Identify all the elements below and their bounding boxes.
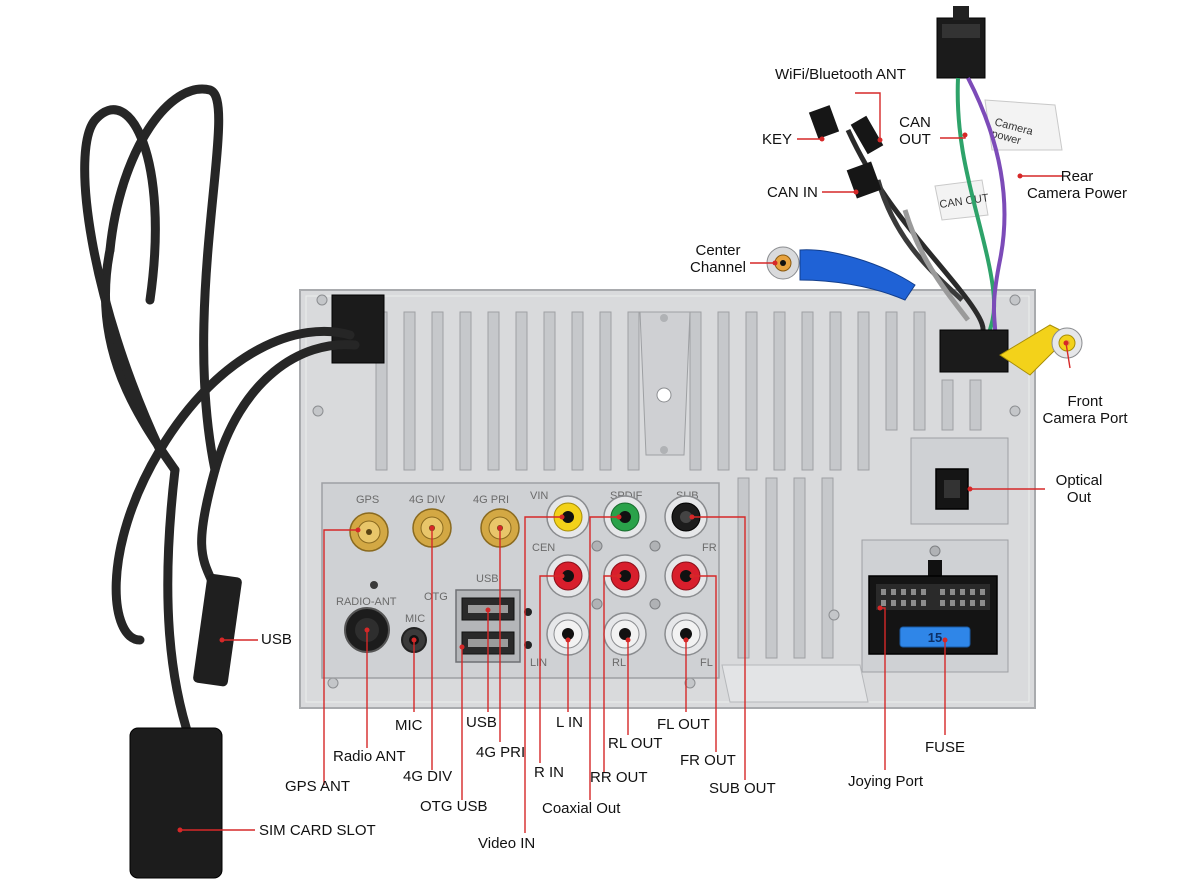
- rear-harness: Camerapower CAN OUT: [331, 6, 1083, 376]
- label-otg-usb: OTG USB: [420, 798, 488, 815]
- label-4g-div: 4G DIV: [403, 768, 453, 785]
- silk-fr: FR: [702, 542, 717, 554]
- usb-ports: [455, 589, 532, 663]
- silk-mic: MIC: [405, 613, 425, 625]
- mount-boss: [639, 311, 691, 456]
- rr-out-jack: [603, 554, 647, 598]
- leader-lines: [180, 92, 1071, 833]
- label-coaxial-out: Coaxial Out: [542, 800, 621, 817]
- silk-cen: CEN: [532, 542, 555, 554]
- video-in-jack: [546, 495, 590, 539]
- label-video-in: Video IN: [478, 835, 536, 852]
- r-in-jack: [546, 554, 590, 598]
- label-rl-out: RL OUT: [608, 735, 663, 752]
- label-sub-out: SUB OUT: [709, 780, 776, 797]
- label-4g-pri: 4G PRI: [476, 744, 526, 761]
- silk-usb: USB: [476, 573, 499, 585]
- fuse: 15: [899, 626, 971, 648]
- panel-screws: [591, 540, 661, 610]
- cooling-fins: [375, 311, 982, 659]
- label-l-in: L IN: [556, 714, 583, 731]
- rl-out-jack: [603, 612, 647, 656]
- label-fuse: FUSE: [925, 739, 966, 756]
- label-r-in: R IN: [534, 764, 564, 781]
- silk-gps: GPS: [356, 494, 379, 506]
- coaxial-out-jack: [603, 495, 647, 539]
- label-key: KEY: [762, 131, 793, 148]
- label-optical-out: Optical Out: [1055, 472, 1103, 506]
- fl-out-jack: [664, 612, 708, 656]
- label-rr-out: RR OUT: [590, 769, 648, 786]
- label-fr-out: FR OUT: [680, 752, 736, 769]
- sim-card-module: [129, 727, 223, 879]
- label-rear-camera-power: Rear Camera Power: [1026, 168, 1128, 202]
- label-gps-ant: GPS ANT: [285, 778, 351, 795]
- bevel: [721, 664, 869, 703]
- label-usb: USB: [466, 714, 497, 731]
- silk-rl: RL: [612, 657, 626, 669]
- silk-otg: OTG: [424, 591, 448, 603]
- label-fl-out: FL OUT: [657, 716, 710, 733]
- silk-radio-ant: RADIO-ANT: [336, 596, 397, 608]
- label-can-in: CAN IN: [767, 184, 818, 201]
- silk-lin: LIN: [530, 657, 547, 669]
- fuse-value: 15: [928, 630, 942, 645]
- label-radio-ant: Radio ANT: [333, 748, 406, 765]
- silk-fl: FL: [700, 657, 713, 669]
- label-center-channel: Center Channel: [690, 242, 746, 276]
- rca-jacks: [546, 495, 708, 656]
- silk-4g-pri: 4G PRI: [473, 494, 509, 506]
- usb-sim-cable: [80, 84, 360, 745]
- leader-dots: [177, 132, 1069, 833]
- label-sim-card-slot: SIM CARD SLOT: [259, 822, 376, 839]
- chassis-screws: [312, 294, 1021, 689]
- silk-4g-div: 4G DIV: [409, 494, 446, 506]
- label-mic: MIC: [395, 717, 423, 734]
- label-joying-port: Joying Port: [848, 773, 924, 790]
- label-front-camera-port: Front Camera Port: [1042, 393, 1128, 427]
- label-usb-cable: USB: [261, 631, 292, 648]
- usb-plug: [193, 573, 242, 687]
- optical-out-port: [935, 468, 969, 510]
- gps-antenna-jack: [349, 512, 389, 552]
- label-wifi-bt-ant: WiFi/Bluetooth ANT: [775, 66, 906, 83]
- label-can-out: CAN OUT: [899, 114, 931, 148]
- silk-vin: VIN: [530, 490, 548, 502]
